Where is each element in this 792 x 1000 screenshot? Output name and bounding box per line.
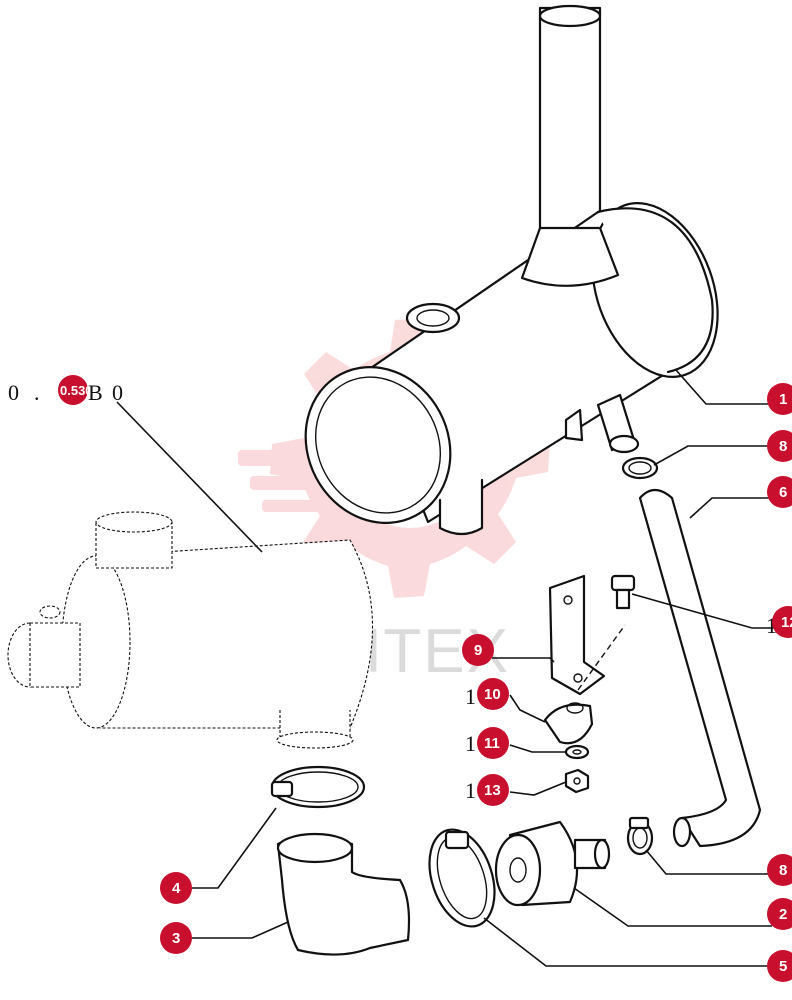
callout-8-lower[interactable]: 8	[767, 854, 792, 886]
callout-6[interactable]: 6	[767, 476, 792, 508]
callout-1[interactable]: 1	[767, 383, 792, 415]
reference-label: 0 . 0.530 B 0	[8, 375, 123, 405]
callouts: 1 8 6 1 12 9 1 10 1 11 1	[160, 383, 792, 982]
callout-12-prefix: 1	[766, 613, 777, 638]
reference-callout-dot	[58, 375, 88, 405]
part-small-clamp-upper	[621, 456, 659, 480]
svg-text:1: 1	[779, 391, 787, 408]
svg-text:2: 2	[779, 906, 787, 923]
part-hose-clamp-large	[270, 765, 366, 809]
callout-10-prefix: 1	[465, 684, 476, 709]
reference-part-number: 0.530	[60, 383, 93, 398]
callout-8-upper[interactable]: 8	[767, 430, 792, 462]
part-elbow-hose	[276, 832, 411, 956]
part-bolt	[610, 574, 636, 610]
reference-part-end: 0	[112, 380, 123, 405]
callout-5[interactable]: 5	[767, 950, 792, 982]
svg-text:5: 5	[779, 958, 787, 975]
callout-11-prefix: 1	[465, 731, 476, 756]
part-long-hose	[638, 488, 762, 848]
part-washer	[564, 744, 590, 760]
svg-text:12: 12	[781, 614, 792, 631]
svg-text:9: 9	[474, 642, 482, 659]
callout-13-prefix: 1	[465, 778, 476, 803]
callout-11[interactable]: 1 11	[465, 727, 509, 759]
reference-part-dot: .	[34, 380, 40, 405]
part-air-cleaner-housing	[304, 4, 719, 536]
svg-text:6: 6	[779, 484, 787, 501]
svg-text:8: 8	[779, 438, 787, 455]
reference-assembly-outline	[7, 511, 373, 749]
svg-text:8: 8	[779, 862, 787, 879]
callout-4[interactable]: 4	[160, 872, 192, 904]
callout-12[interactable]: 1 12	[766, 606, 792, 638]
part-bracket	[548, 574, 626, 696]
leader-lines	[116, 369, 775, 967]
part-small-clamp-lower	[626, 816, 654, 856]
svg-text:3: 3	[172, 930, 180, 947]
svg-text:4: 4	[172, 880, 181, 897]
svg-text:10: 10	[484, 686, 501, 703]
callout-2[interactable]: 2	[767, 898, 792, 930]
part-precleaner	[494, 820, 611, 907]
callout-3[interactable]: 3	[160, 922, 192, 954]
reference-part-letter: B	[88, 380, 103, 405]
part-hose-clip	[543, 702, 594, 745]
part-hose-clamp-ring	[428, 828, 496, 928]
reference-part-0: 0	[8, 380, 19, 405]
callout-9[interactable]: 9	[462, 634, 494, 666]
svg-text:11: 11	[484, 735, 500, 752]
callout-10[interactable]: 1 10	[465, 678, 509, 710]
svg-text:13: 13	[484, 782, 501, 799]
part-nut	[564, 768, 590, 794]
callout-13[interactable]: 1 13	[465, 774, 509, 806]
